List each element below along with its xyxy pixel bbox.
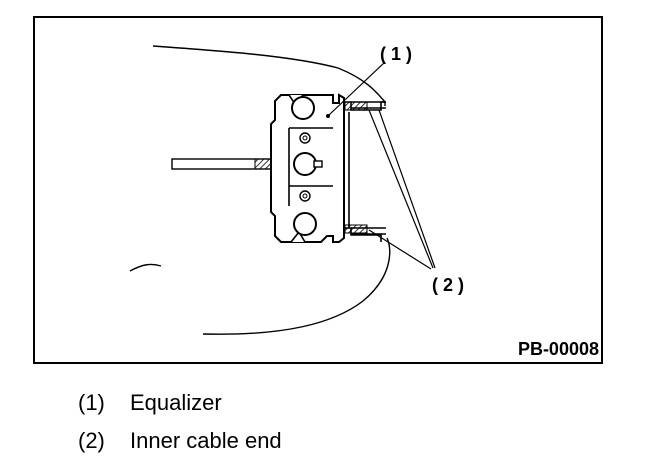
- legend-number: (2): [78, 428, 105, 453]
- body-outline: [152, 45, 391, 335]
- legend-number: (1): [78, 390, 105, 415]
- leader-line-2c: [368, 229, 432, 270]
- legend-item: (2) Inner cable end: [78, 428, 282, 466]
- leader-line-2a: [368, 109, 434, 269]
- body-outline-lower: [129, 263, 162, 272]
- rod-hatch: [254, 158, 272, 170]
- equalizer: [270, 93, 345, 243]
- leader-line-1: [328, 61, 386, 116]
- legend-label: Equalizer: [130, 390, 222, 415]
- callout-1-label: ( 1 ): [380, 44, 412, 64]
- legend: (1) Equalizer (2) Inner cable end: [78, 390, 282, 466]
- inner-cable-end-upper: [344, 101, 368, 111]
- figure-code: PB-00008: [518, 339, 599, 359]
- equalizer-diagram: ( 1 ) ( 2 ) PB-00008: [33, 16, 603, 364]
- diagram-figure: ( 1 ) ( 2 ) PB-00008: [33, 16, 603, 364]
- callout-2-label: ( 2 ): [432, 275, 464, 295]
- legend-label: Inner cable end: [130, 428, 282, 453]
- legend-item: (1) Equalizer: [78, 390, 282, 428]
- inner-cable-end-lower: [344, 224, 368, 234]
- leader-line-2b: [378, 109, 436, 269]
